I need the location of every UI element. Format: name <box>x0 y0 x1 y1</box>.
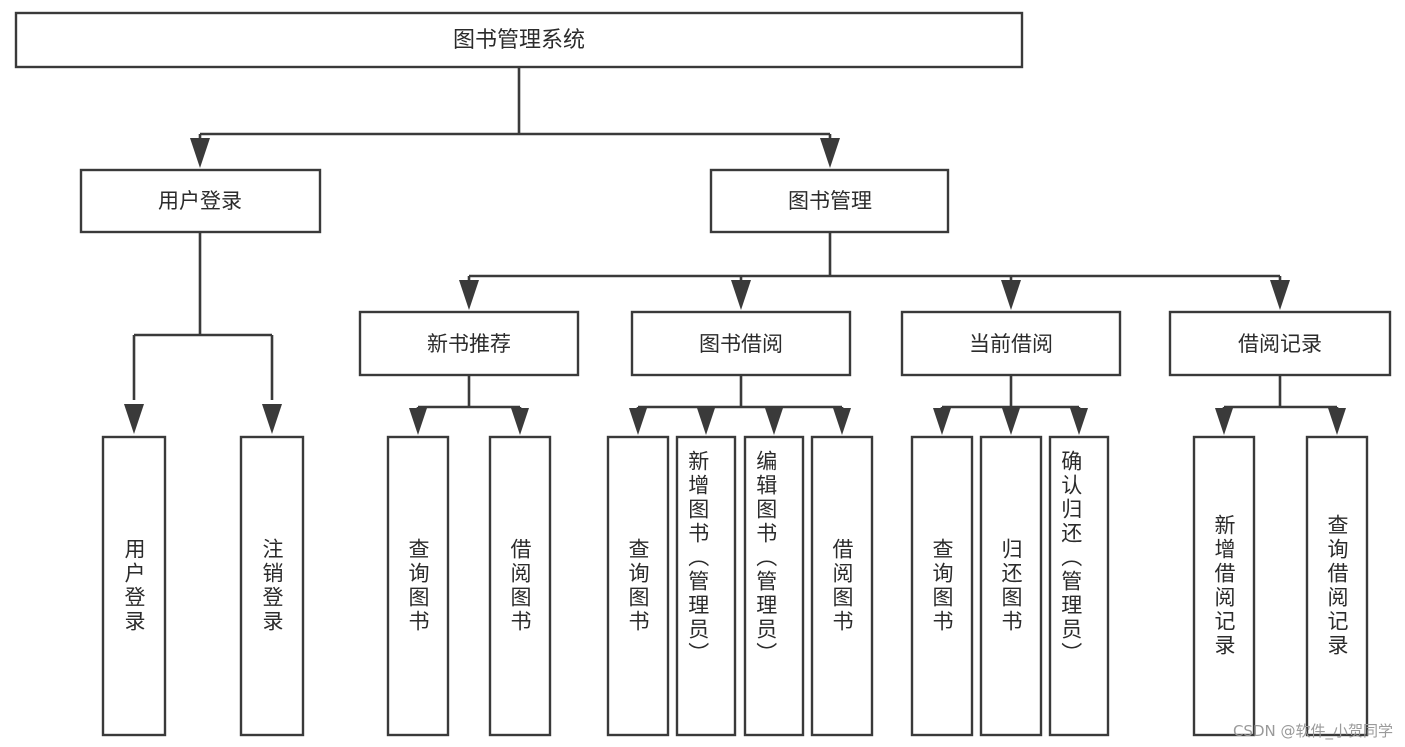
node-root[interactable]: 图书管理系统 <box>14 11 1024 69</box>
arrow-to-current-borrow <box>1001 280 1021 310</box>
leaf-return-book-box[interactable] <box>979 435 1043 737</box>
leaf-user-login-label: 用户登录 <box>122 538 146 634</box>
leaf-query-borrow-record-label: 查询借阅记录 <box>1325 514 1349 658</box>
leaf-logout-login-label: 注销登录 <box>260 538 284 634</box>
node-user-login[interactable]: 用户登录 <box>79 168 322 234</box>
leaf-node[interactable]: 新增图书（管理员） <box>675 435 737 737</box>
borrow-record-label: 借阅记录 <box>1238 332 1322 356</box>
leaf-user-login-box[interactable] <box>101 435 167 737</box>
leaf-confirm-return-admin-box[interactable] <box>1048 435 1110 737</box>
book-management-label: 图书管理 <box>788 189 872 213</box>
leaf-borrow-book-label: 借阅图书 <box>830 538 854 634</box>
leaf-edit-book-admin-label: 编辑图书（管理员） <box>754 450 778 666</box>
leaf-add-borrow-record-box[interactable] <box>1192 435 1256 737</box>
leaf-add-book-admin-box[interactable] <box>675 435 737 737</box>
leaf-logout-login-box[interactable] <box>239 435 305 737</box>
leaf-add-borrow-record-label: 新增借阅记录 <box>1212 514 1236 658</box>
arrow-leaf-query-book-borrow <box>629 408 647 435</box>
arrow-leaf-add-book-admin <box>697 408 715 435</box>
current-borrow-box[interactable] <box>900 310 1122 377</box>
node-book-management[interactable]: 图书管理 <box>709 168 950 234</box>
node-book-borrow[interactable]: 图书借阅 <box>630 310 852 377</box>
leaf-node[interactable]: 新增借阅记录 <box>1192 435 1256 737</box>
leaf-query-book-current-label: 查询图书 <box>930 538 954 634</box>
leaf-borrow-book-box[interactable] <box>810 435 874 737</box>
leaf-query-borrow-record-box[interactable] <box>1305 435 1369 737</box>
arrow-to-new-book-recommend <box>459 280 479 310</box>
leaf-node[interactable]: 查询借阅记录 <box>1305 435 1369 737</box>
user-login-label: 用户登录 <box>158 189 242 213</box>
current-borrow-label: 当前借阅 <box>969 332 1053 356</box>
leaf-query-book-borrow-label: 查询图书 <box>626 538 650 634</box>
arrow-to-book-management <box>820 138 840 168</box>
arrow-to-book-borrow <box>731 280 751 310</box>
leaf-node[interactable]: 借阅图书 <box>810 435 874 737</box>
arrow-to-borrow-record <box>1270 280 1290 310</box>
csdn-watermark: CSDN @软件_小贺同学 <box>1232 722 1393 740</box>
leaf-confirm-return-admin-label: 确认归还（管理员） <box>1059 450 1083 666</box>
leaf-query-book-rec-box[interactable] <box>386 435 450 737</box>
new-book-recommend-label: 新书推荐 <box>427 332 511 356</box>
arrow-leaf-return-book <box>1002 408 1020 435</box>
leaf-node[interactable]: 编辑图书（管理员） <box>743 435 805 737</box>
arrow-to-user-login <box>190 138 210 168</box>
leaf-node[interactable]: 查询图书 <box>606 435 670 737</box>
node-new-book-recommend[interactable]: 新书推荐 <box>358 310 580 377</box>
leaf-node[interactable]: 注销登录 <box>239 435 305 737</box>
arrow-leaf-user-login <box>124 404 144 434</box>
arrow-leaf-query-book-rec <box>409 408 427 435</box>
arrow-leaf-confirm-return-admin <box>1070 408 1088 435</box>
leaf-return-book-label: 归还图书 <box>999 538 1023 634</box>
borrow-record-box[interactable] <box>1168 310 1392 377</box>
leaf-node[interactable]: 查询图书 <box>910 435 974 737</box>
node-borrow-record[interactable]: 借阅记录 <box>1168 310 1392 377</box>
arrow-leaf-query-borrow-record <box>1328 408 1346 435</box>
book-borrow-box[interactable] <box>630 310 852 377</box>
leaf-node[interactable]: 借阅图书 <box>488 435 552 737</box>
arrow-leaf-add-borrow-record <box>1215 408 1233 435</box>
leaf-edit-book-admin-box[interactable] <box>743 435 805 737</box>
leaf-node[interactable]: 归还图书 <box>979 435 1043 737</box>
root-box[interactable] <box>14 11 1024 69</box>
arrow-leaf-logout-login <box>262 404 282 434</box>
leaf-borrow-book-rec-box[interactable] <box>488 435 552 737</box>
user-login-box[interactable] <box>79 168 322 234</box>
leaf-query-book-borrow-box[interactable] <box>606 435 670 737</box>
root-label: 图书管理系统 <box>453 28 585 53</box>
leaf-node[interactable]: 确认归还（管理员） <box>1048 435 1110 737</box>
arrow-leaf-borrow-book-rec <box>511 408 529 435</box>
leaf-node[interactable]: 用户登录 <box>101 435 167 737</box>
leaf-query-book-rec-label: 查询图书 <box>406 538 430 634</box>
arrow-leaf-query-book-current <box>933 408 951 435</box>
book-borrow-label: 图书借阅 <box>699 332 783 356</box>
leaf-add-book-admin-label: 新增图书（管理员） <box>686 450 710 666</box>
connectors <box>124 67 1346 435</box>
leaf-node[interactable]: 查询图书 <box>386 435 450 737</box>
leaf-query-book-current-box[interactable] <box>910 435 974 737</box>
arrow-leaf-borrow-book <box>833 408 851 435</box>
book-management-box[interactable] <box>709 168 950 234</box>
new-book-recommend-box[interactable] <box>358 310 580 377</box>
leaf-borrow-book-rec-label: 借阅图书 <box>508 538 532 634</box>
arrow-leaf-edit-book-admin <box>765 408 783 435</box>
node-current-borrow[interactable]: 当前借阅 <box>900 310 1122 377</box>
